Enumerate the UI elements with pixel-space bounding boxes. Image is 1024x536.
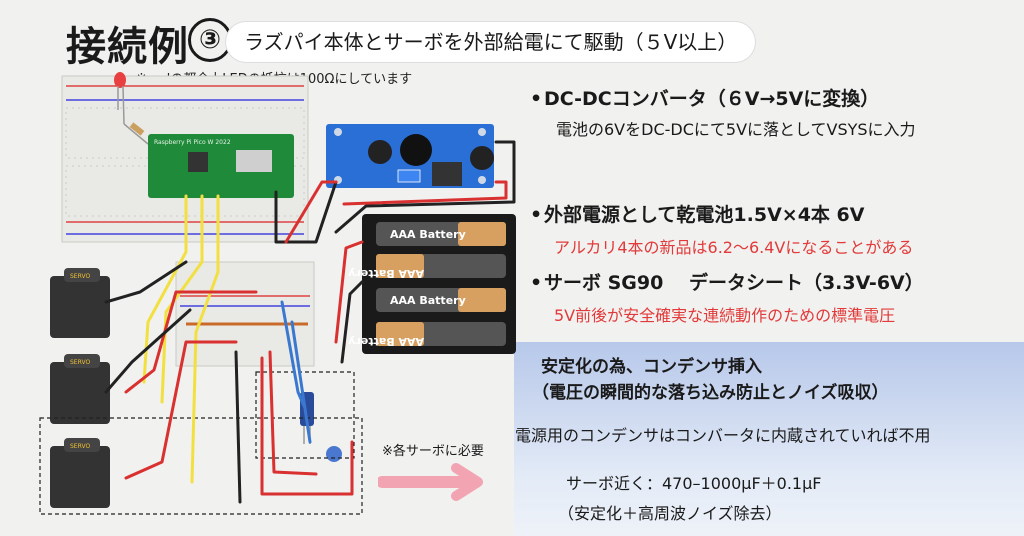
capacitor-note: 電源用のコンデンサはコンバータに内蔵されていれば不用 [515,426,931,445]
bullet-dcdc-heading: •DC-DCコンバータ（６V→5Vに変換） [530,88,880,110]
pink-arrow-icon [378,463,483,501]
capacitor-spec-detail: （安定化＋高周波ノイズ除去） [558,504,782,523]
bullet-servo-text: 5V前後が安全確実な連続動作のための標準電圧 [554,306,896,325]
capacitor-dashed-box [255,371,355,459]
capacitor-heading: 安定化の為、コンデンサ挿入 [541,357,762,377]
page-subtitle: ラズパイ本体とサーボを外部給電にて駆動（５V以上） [226,22,756,62]
arrow-label: ※各サーボに必要 [382,444,484,459]
dcdc-converter [326,124,494,188]
capacitor-info-panel [514,342,1024,536]
bullet-dcdc-text: 電池の6VをDC-DCにて5Vに落としてVSYSに入力 [556,120,916,139]
battery-label: AAA Battery [390,228,466,241]
svg-text:SERVO: SERVO [70,443,90,450]
wiring-diagram: Raspberry Pi Pico W 2022 AAA Battery AAA… [39,72,516,515]
battery-label: AAA Battery [348,267,424,280]
servo-motor: SERVO [50,438,110,508]
servo-motor: SERVO [50,354,110,424]
battery-pack: AAA Battery AAA Battery AAA Battery AAA … [348,214,516,354]
resistor-icon [123,122,149,145]
battery-label: AAA Battery [348,335,424,348]
battery-label: AAA Battery [390,294,466,307]
bullet-battery-heading: •外部電源として乾電池1.5V×4本 6V [530,204,865,226]
capacitor-subheading: （電圧の瞬間的な落ち込み防止とノイズ吸収） [532,383,889,403]
svg-text:SERVO: SERVO [70,359,90,366]
bullet-battery-text: アルカリ4本の新品は6.2〜6.4Vになることがある [554,238,914,257]
svg-text:SERVO: SERVO [70,273,90,280]
pico-label: Raspberry Pi Pico W 2022 [154,139,231,146]
servo-motor: SERVO [50,268,110,338]
page-title: 接続例 [66,24,189,70]
servo-dashed-box [39,417,363,515]
wiring [104,140,516,504]
capacitor-spec: サーボ近く：470–1000μF＋0.1μF [566,474,822,493]
led-icon [114,72,126,125]
pico-board: Raspberry Pi Pico W 2022 [148,134,294,198]
bullet-servo-heading: •サーボ SG90 データシート（3.3V-6V） [530,272,924,294]
